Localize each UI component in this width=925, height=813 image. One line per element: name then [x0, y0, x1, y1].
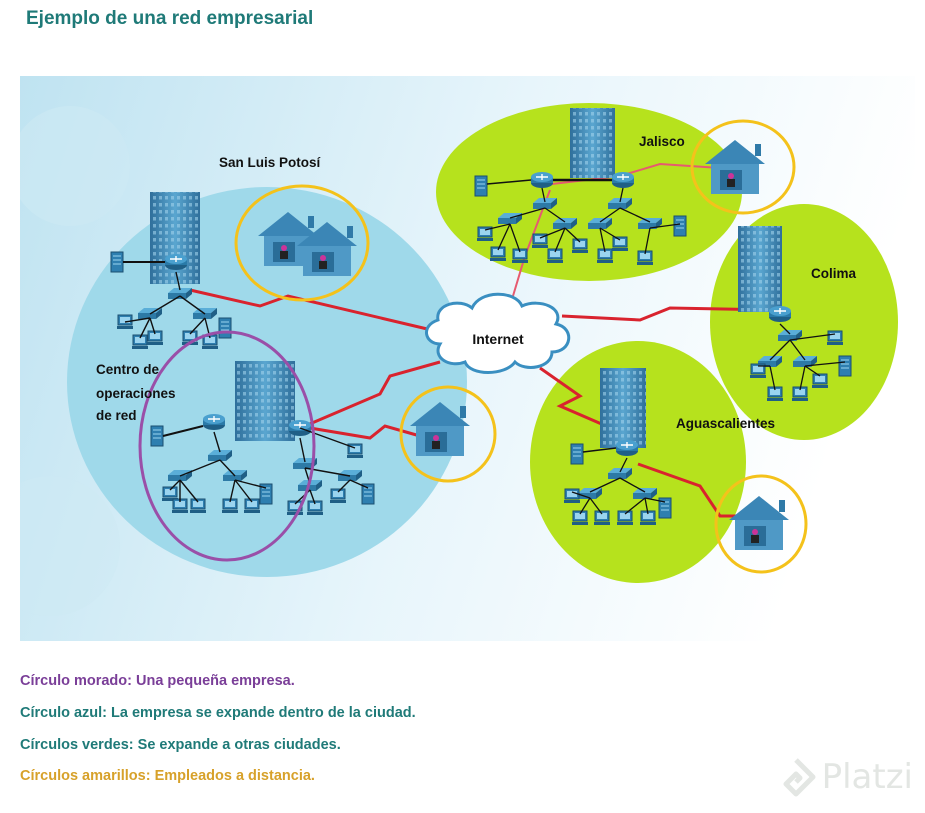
label-jalisco: Jalisco	[639, 134, 685, 149]
yellow-rings	[234, 119, 808, 574]
internet-label: Internet	[472, 331, 524, 347]
platzi-logo-icon	[783, 758, 816, 797]
label-centro-1: Centro de	[96, 362, 159, 377]
caption-purple: Círculo morado: Una pequeña empresa.	[20, 673, 295, 689]
label-san-luis-potosi: San Luis Potosí	[219, 155, 322, 170]
jalisco-building-icon	[474, 108, 687, 266]
wan-links	[189, 162, 781, 518]
network-diagram: Internet	[20, 76, 915, 641]
noc-building-icon	[150, 361, 375, 516]
purple-ring	[138, 330, 316, 562]
label-aguascalientes: Aguascalientes	[676, 416, 775, 431]
caption-blue: Círculo azul: La empresa se expande dent…	[20, 705, 416, 721]
caption-yellow: Círculos amarillos: Empleados a distanci…	[20, 768, 315, 784]
label-colima: Colima	[811, 266, 857, 281]
label-centro-3: de red	[96, 408, 137, 423]
page-title: Ejemplo de una red empresarial	[26, 8, 314, 29]
colima-building-icon	[738, 226, 852, 402]
hq-building-icon	[110, 192, 232, 350]
platzi-brand: Platzi	[821, 757, 913, 797]
platzi-watermark: Platzi	[776, 757, 913, 797]
caption-green: Círculos verdes: Se expande a otras ciud…	[20, 737, 341, 753]
internet-cloud: Internet	[425, 292, 571, 374]
label-centro-2: operaciones	[96, 386, 176, 401]
green-region-jalisco	[436, 103, 742, 281]
aguascalientes-building-icon	[563, 368, 672, 526]
